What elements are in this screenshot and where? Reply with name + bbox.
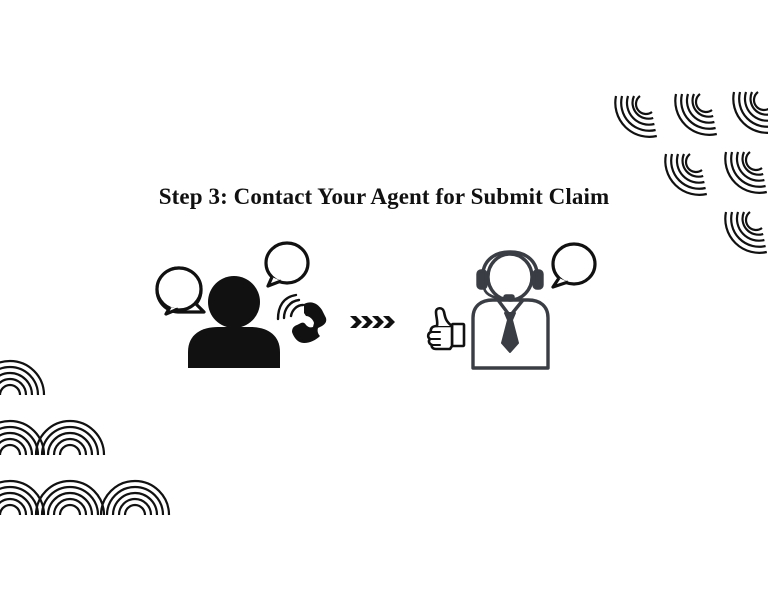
decorative-arc	[105, 485, 165, 515]
decorative-arc	[744, 211, 763, 232]
speech-bubble-icon	[264, 241, 310, 288]
phone-ringing-icon	[276, 293, 327, 343]
decorative-arc	[117, 497, 153, 515]
decorative-arc	[625, 95, 655, 126]
decorative-arc	[0, 485, 40, 515]
decorative-arc	[0, 371, 34, 396]
decorative-arc	[0, 383, 22, 396]
decorative-arc	[34, 419, 106, 456]
decorative-arc	[614, 95, 658, 138]
decorative-arc	[620, 95, 656, 132]
decorative-arc	[724, 211, 768, 254]
decorative-arc	[0, 443, 22, 456]
decorative-arc	[0, 491, 34, 515]
decorative-arc	[724, 151, 768, 194]
decorative-arc	[694, 93, 713, 114]
decorative-arc	[738, 91, 768, 128]
decorative-arc	[735, 151, 765, 182]
decorative-arc	[40, 485, 100, 515]
decorative-arc	[631, 95, 654, 120]
arc-pattern-svg	[614, 91, 768, 254]
decorative-arc	[743, 91, 768, 122]
decorative-arc-pattern-top-right	[600, 78, 768, 270]
decorative-arc	[675, 153, 705, 184]
decorative-arc	[681, 153, 704, 178]
speech-bubble-icon	[155, 266, 206, 316]
decorative-arc	[0, 503, 22, 515]
decorative-arc	[732, 91, 768, 134]
decorative-arc	[744, 151, 763, 172]
decorative-arc	[685, 93, 715, 124]
decorative-arc	[741, 151, 764, 176]
speech-bubble-icon	[551, 242, 597, 289]
decorative-arc	[40, 425, 100, 456]
decorative-arc	[99, 479, 171, 515]
decorative-arc	[0, 479, 46, 515]
decorative-arc-pattern-bottom-left	[0, 333, 172, 515]
decorative-arc	[111, 491, 159, 515]
decorative-arc	[46, 491, 94, 515]
decorative-arc	[52, 497, 88, 515]
decorative-arc	[730, 151, 766, 188]
decorative-arc	[684, 153, 703, 174]
decorative-arc	[46, 431, 94, 456]
decorative-arc	[741, 211, 764, 236]
decorative-arc	[0, 365, 40, 396]
decorative-arc	[58, 503, 82, 515]
call-center-agent-icon	[471, 250, 550, 370]
decorative-arc	[0, 497, 28, 515]
decorative-arc	[52, 437, 88, 456]
decorative-arc	[58, 443, 82, 456]
chevron-arrows-icon	[350, 316, 395, 328]
decorative-arc	[0, 419, 46, 456]
thumbs-up-icon	[426, 306, 466, 351]
decorative-arc	[680, 93, 716, 130]
decorative-arc	[670, 153, 706, 190]
decorative-arc	[691, 93, 714, 118]
decorative-arc	[735, 211, 765, 242]
decorative-arc	[0, 437, 28, 456]
page-title: Step 3: Contact Your Agent for Submit Cl…	[158, 184, 610, 209]
decorative-arc	[730, 211, 766, 248]
decorative-arc	[0, 425, 40, 456]
decorative-arc	[674, 93, 718, 136]
decorative-arc	[634, 95, 653, 116]
decorative-arc	[34, 479, 106, 515]
decorative-arc	[0, 359, 46, 396]
decorative-arc	[0, 377, 28, 396]
decorative-arc	[123, 503, 147, 515]
person-icon	[188, 276, 280, 368]
decorative-arc	[752, 91, 768, 112]
decorative-arc	[749, 91, 768, 116]
decorative-arc	[0, 431, 34, 456]
arc-pattern-svg	[0, 359, 171, 515]
decorative-arc	[664, 153, 708, 196]
